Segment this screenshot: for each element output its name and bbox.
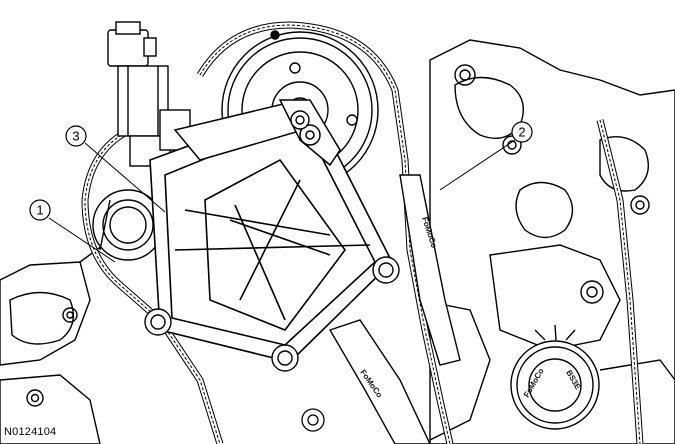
callout-leaders [48,139,516,263]
bolt-upper [290,110,310,130]
callout-1: 1 [29,199,51,221]
timing-chain-primary [196,21,454,444]
bolt-bottom [271,344,299,372]
engine-block-right [419,39,675,444]
callout-3: 3 [65,125,87,147]
figure-id: N0124104 [4,426,57,438]
callout-2: 2 [511,121,533,143]
bolt-right [372,256,400,284]
crankshaft-sprocket: FoMoCo BS3E [510,324,600,430]
timing-chain-secondary [81,119,644,444]
bolt-bottom-small [301,408,325,432]
chain-guide-lower: FoMoCo [328,319,431,444]
oil-control-solenoid [107,21,191,167]
bolt-lower-left [144,308,172,336]
callout-3-label: 3 [72,129,79,144]
callout-2-label: 2 [518,125,525,140]
camshaft-phaser-left [92,189,164,261]
callout-1-label: 1 [36,203,43,218]
engine-block-left [0,239,151,444]
